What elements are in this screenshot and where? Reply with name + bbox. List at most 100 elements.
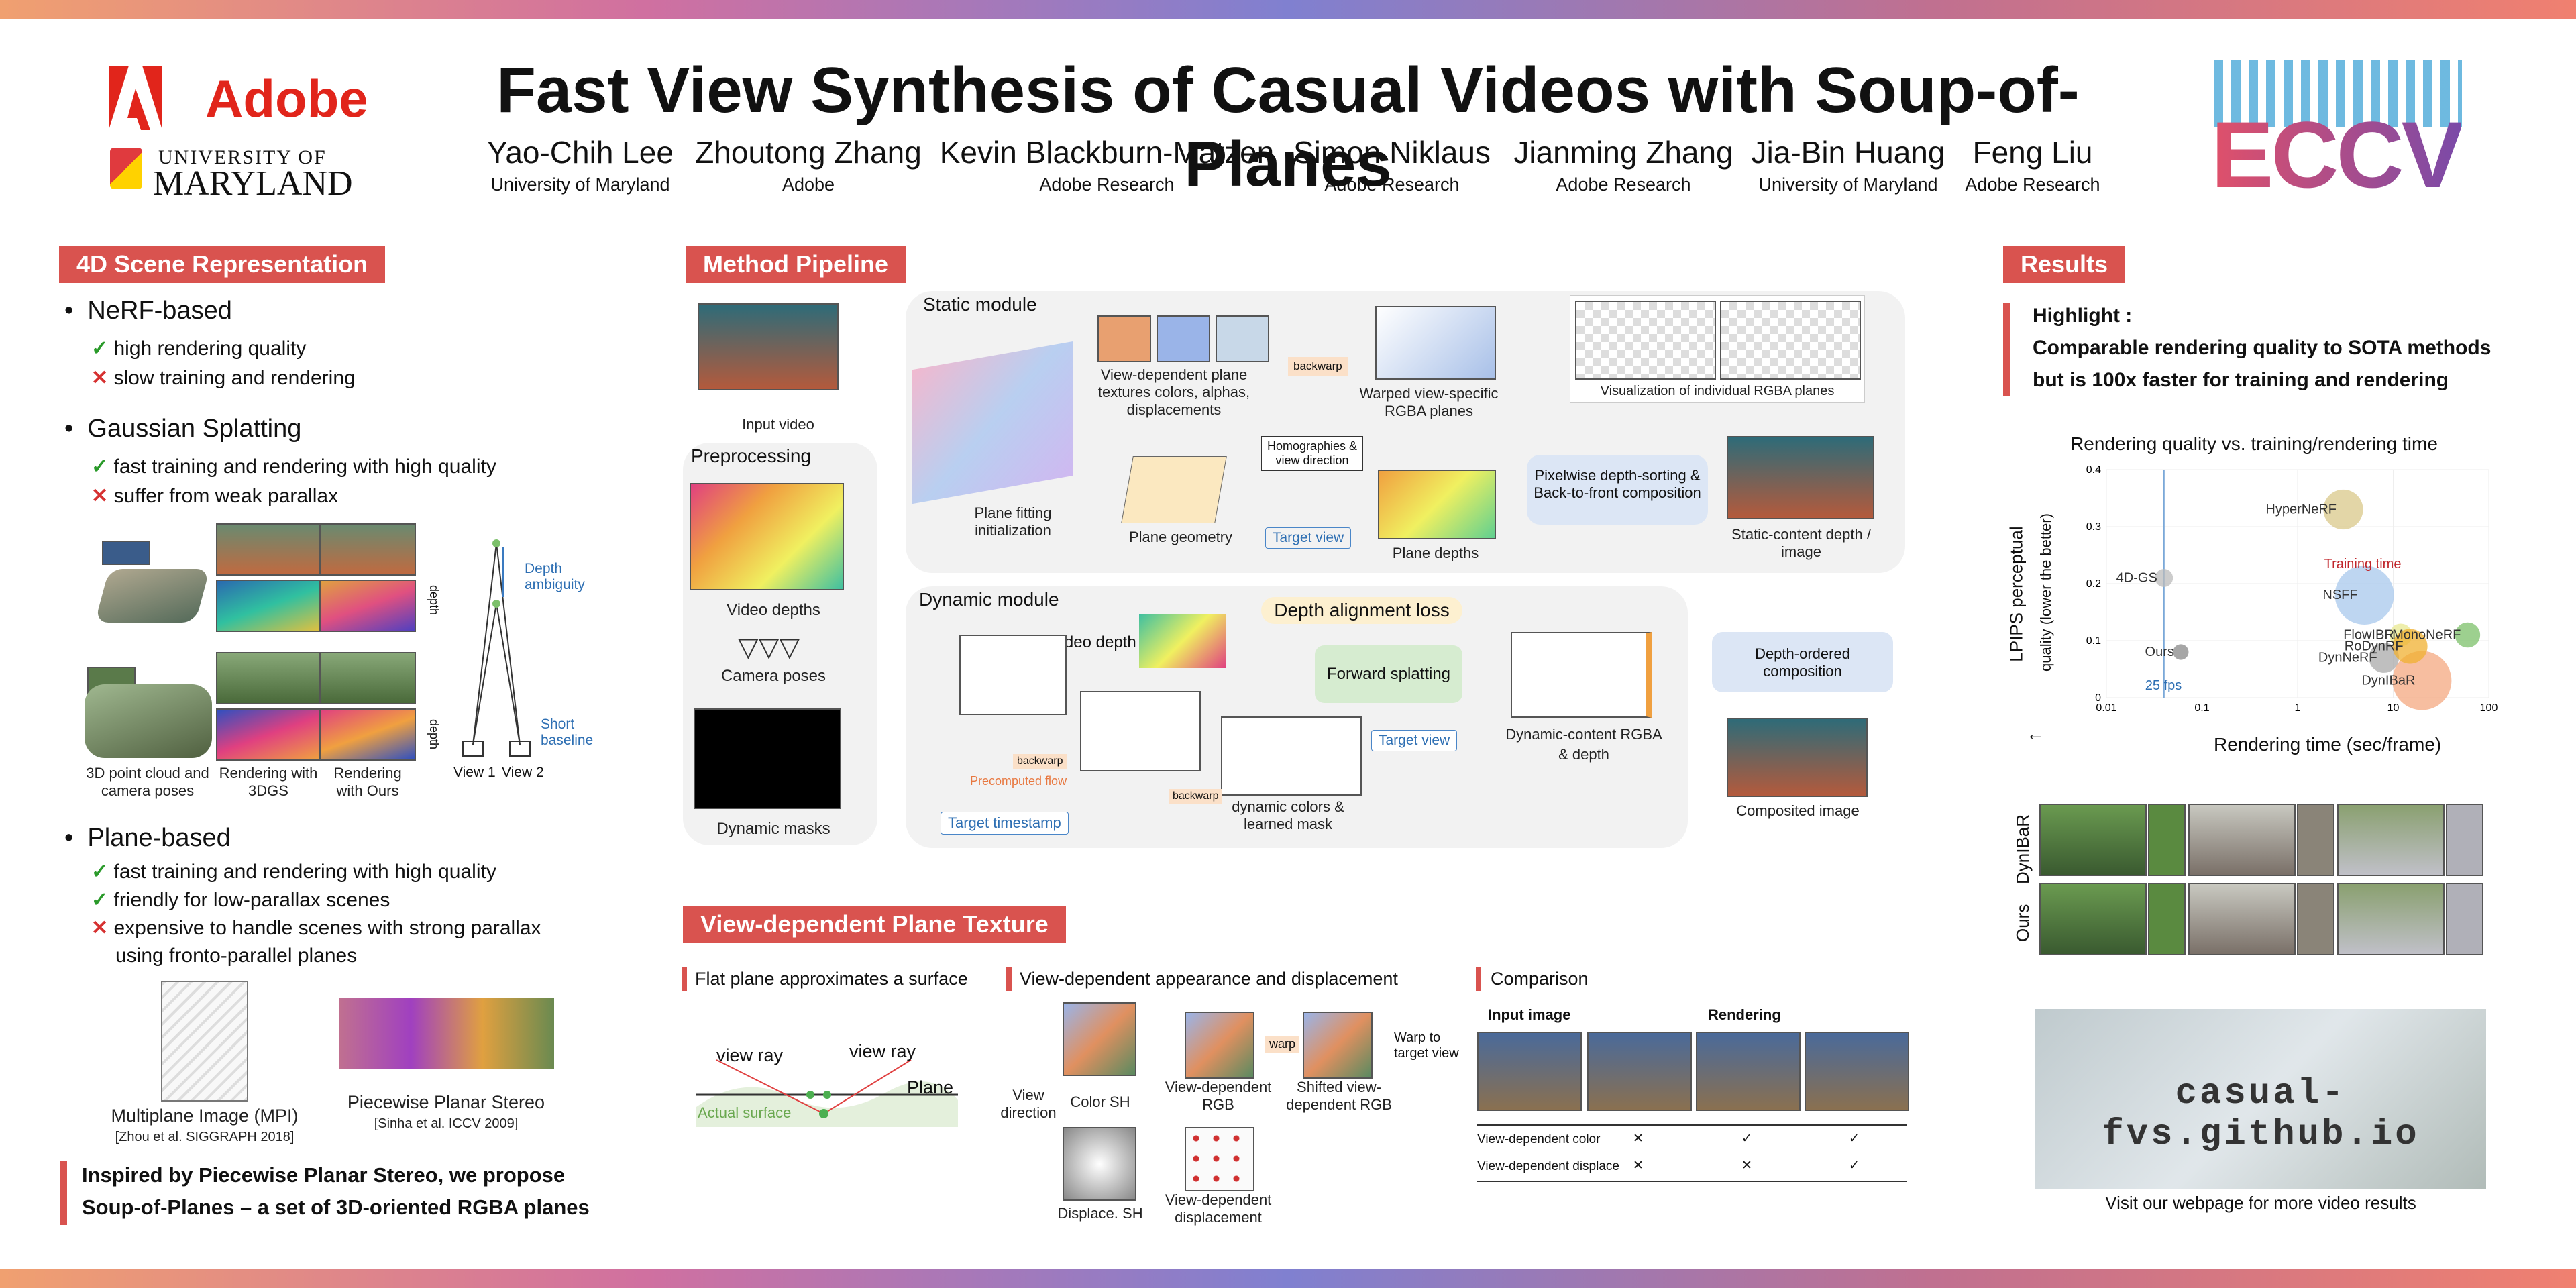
gs-con: ✕ suffer from weak parallax <box>91 485 339 507</box>
depth-ordered-box: Depth-ordered composition <box>1712 632 1893 692</box>
pps-ref: [Sinha et al. ICCV 2009] <box>374 1116 519 1131</box>
cmp-row1-v3: ✓ <box>1849 1132 1860 1146</box>
depth-align-box: Depth alignment loss <box>1261 597 1462 624</box>
video-depths-label: Video depths <box>727 601 820 619</box>
gs-pro: ✓ fast training and rendering with high … <box>91 455 496 478</box>
highlight-bar <box>2003 303 2010 396</box>
x-tick-label: 1 <box>2295 702 2301 714</box>
tennis-ours <box>319 523 416 576</box>
res-ours-3b <box>2446 883 2483 955</box>
results-section-title: Results <box>2003 246 2126 283</box>
dyn-frame-2 <box>1080 691 1201 771</box>
forward-splat-box: Forward splatting <box>1315 645 1462 703</box>
color-sh-figure <box>1063 1002 1136 1076</box>
nerf-con: ✕ slow training and rendering <box>91 367 356 389</box>
flat-title: Flat plane approximates a surface <box>695 969 968 989</box>
rours-caption: Rendering with Ours <box>333 765 402 799</box>
point-rodynrf <box>2392 629 2428 664</box>
res-ours-2b <box>2297 883 2334 955</box>
y-tick-label: 0.4 <box>2086 464 2101 476</box>
website-banner[interactable] <box>2035 1009 2486 1189</box>
cmp-rule-top <box>1477 1124 1907 1126</box>
comparison-title: Comparison <box>1491 969 1589 989</box>
point-hypernerf <box>2323 489 2363 530</box>
pps-caption: Piecewise Planar Stereo <box>347 1092 545 1112</box>
mpi-ref: [Zhou et al. SIGGRAPH 2018] <box>115 1130 294 1144</box>
displace-sh-figure <box>1063 1127 1136 1201</box>
view2-label: View 2 <box>502 765 544 780</box>
warp-chip: warp <box>1265 1036 1300 1053</box>
nerf-pro: ✓ high rendering quality <box>91 337 307 360</box>
plane-geometry-label: Plane geometry <box>1128 529 1233 545</box>
x-tick-label: 10 <box>2387 702 2400 714</box>
vd-rgb-figure <box>1185 1012 1254 1079</box>
pipeline-section-title: Method Pipeline <box>686 246 906 283</box>
r3dgs-caption: Rendering with 3DGS <box>219 765 318 799</box>
chart-ylabel-1: LPIPS perceptual <box>2006 526 2027 662</box>
depth-ambiguity-diagram <box>462 539 531 757</box>
point-ours <box>2173 644 2189 660</box>
point-mononerf <box>2455 622 2481 648</box>
pixelwise-box: Pixelwise depth-sorting & Back-to-front … <box>1527 455 1708 525</box>
umd-logo-line1: UNIVERSITY OF <box>158 146 327 168</box>
pps-figure <box>339 998 554 1069</box>
cmp-row1-v2: ✓ <box>1741 1132 1752 1146</box>
forest-depth-ours <box>319 708 416 761</box>
point-dynnerf <box>2369 643 2400 673</box>
point-dynibar <box>2392 651 2452 710</box>
static-module-title: Static module <box>923 294 1037 315</box>
res-dynibar-2b <box>2297 804 2334 876</box>
pc-thumb-1 <box>102 541 150 565</box>
tennis-3dgs <box>216 523 321 576</box>
adobe-logo: Adobe <box>205 69 368 128</box>
res-dynibar-2 <box>2188 804 2296 876</box>
input-video-frames <box>698 303 839 390</box>
mpi-figure <box>161 981 248 1102</box>
pc-caption: 3D point cloud and camera poses <box>86 765 209 799</box>
eccv-logo: ECCV <box>2211 101 2464 209</box>
plane-depths-figure <box>1378 470 1496 539</box>
res-dynibar-1b <box>2148 804 2186 876</box>
target-timestamp-chip[interactable]: Target timestamp <box>941 812 1069 835</box>
website-link[interactable]: casual-fvs.github.io <box>2102 1073 2420 1155</box>
forest-ours <box>319 652 416 704</box>
input-video-label: Input video <box>742 416 814 433</box>
camera-poses-label: Camera poses <box>720 667 826 685</box>
bottom-band <box>0 1269 2576 1288</box>
cmp-r3 <box>1805 1032 1909 1111</box>
nerf-heading: • NeRF-based <box>64 297 232 325</box>
cmp-row2-v1: ✕ <box>1633 1159 1644 1173</box>
rgba-plane-1 <box>1575 301 1716 380</box>
dyn-frame-1 <box>959 635 1067 715</box>
res-ours-2 <box>2188 883 2296 955</box>
dynamic-module-title: Dynamic module <box>919 589 1059 610</box>
vd-disp-label: View-dependent displacement <box>1165 1191 1272 1226</box>
target-view-chip-2[interactable]: Target view <box>1371 730 1458 751</box>
res-ours-1b <box>2148 883 2186 955</box>
view-ray-label-2: view ray <box>849 1041 916 1061</box>
point-label: MonoNeRF <box>2392 628 2461 643</box>
point-label: 4D-GS <box>2116 571 2157 586</box>
inspired-bar <box>60 1161 67 1225</box>
flat-plane-diagram <box>696 1059 958 1127</box>
comparison-bar <box>1476 967 1481 991</box>
umd-logo-line2: MARYLAND <box>153 164 353 203</box>
vd-rgb-label: View-dependent RGB <box>1165 1079 1272 1113</box>
adobe-logo-icon <box>109 66 162 130</box>
depth-label-1: depth <box>427 584 441 616</box>
target-view-chip-1[interactable]: Target view <box>1265 527 1352 549</box>
point-cloud-2 <box>85 684 212 758</box>
vdapp-title: View-dependent appearance and displaceme… <box>1020 969 1398 989</box>
chart-x-arrow-icon: ← <box>2026 723 2045 744</box>
flat-bar <box>682 967 687 991</box>
x-tick-label: 0.01 <box>2096 702 2116 714</box>
plane-heading: • Plane-based <box>64 824 231 852</box>
plane-con-1: ✕ expensive to handle scenes with strong… <box>91 917 541 939</box>
rendering-label: Rendering <box>1708 1006 1781 1023</box>
vd-disp-figure <box>1185 1127 1254 1191</box>
plane-fitting-figure <box>912 341 1073 504</box>
